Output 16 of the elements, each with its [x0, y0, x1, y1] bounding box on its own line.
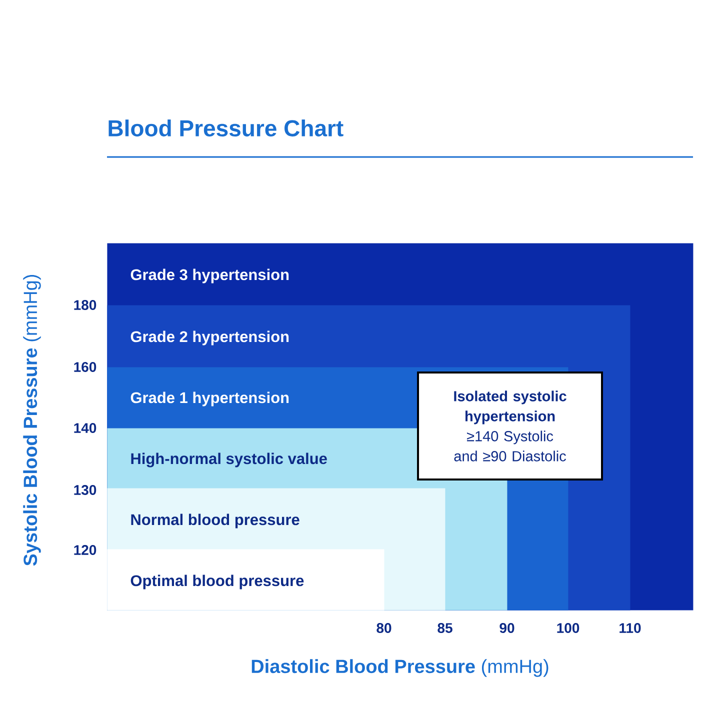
- zone-band: Optimal blood pressure: [107, 549, 384, 610]
- tick-label: 100: [557, 623, 580, 633]
- callout-box: Isolated systolic hypertension ≥140 Systolic and ≥90 Diastolic: [417, 372, 603, 480]
- node-label: Optimal blood pressure: [130, 574, 304, 590]
- tick-label: 110: [620, 623, 641, 633]
- tick-label: 120: [74, 545, 96, 555]
- tick-label: 85: [438, 623, 452, 633]
- tick-label: 90: [500, 623, 514, 633]
- tick-label: 180: [74, 300, 96, 310]
- title: Blood Pressure Chart: [108, 120, 344, 136]
- axis-title: Diastolic Blood Pressure (mmHg): [252, 659, 548, 677]
- tick-label: 80: [376, 623, 392, 633]
- tick-label: 130: [74, 485, 96, 495]
- axis-title: Systolic Blood Pressure (mmHg): [23, 274, 41, 566]
- tick-label: 160: [74, 362, 96, 372]
- tick-label: 140: [74, 423, 96, 433]
